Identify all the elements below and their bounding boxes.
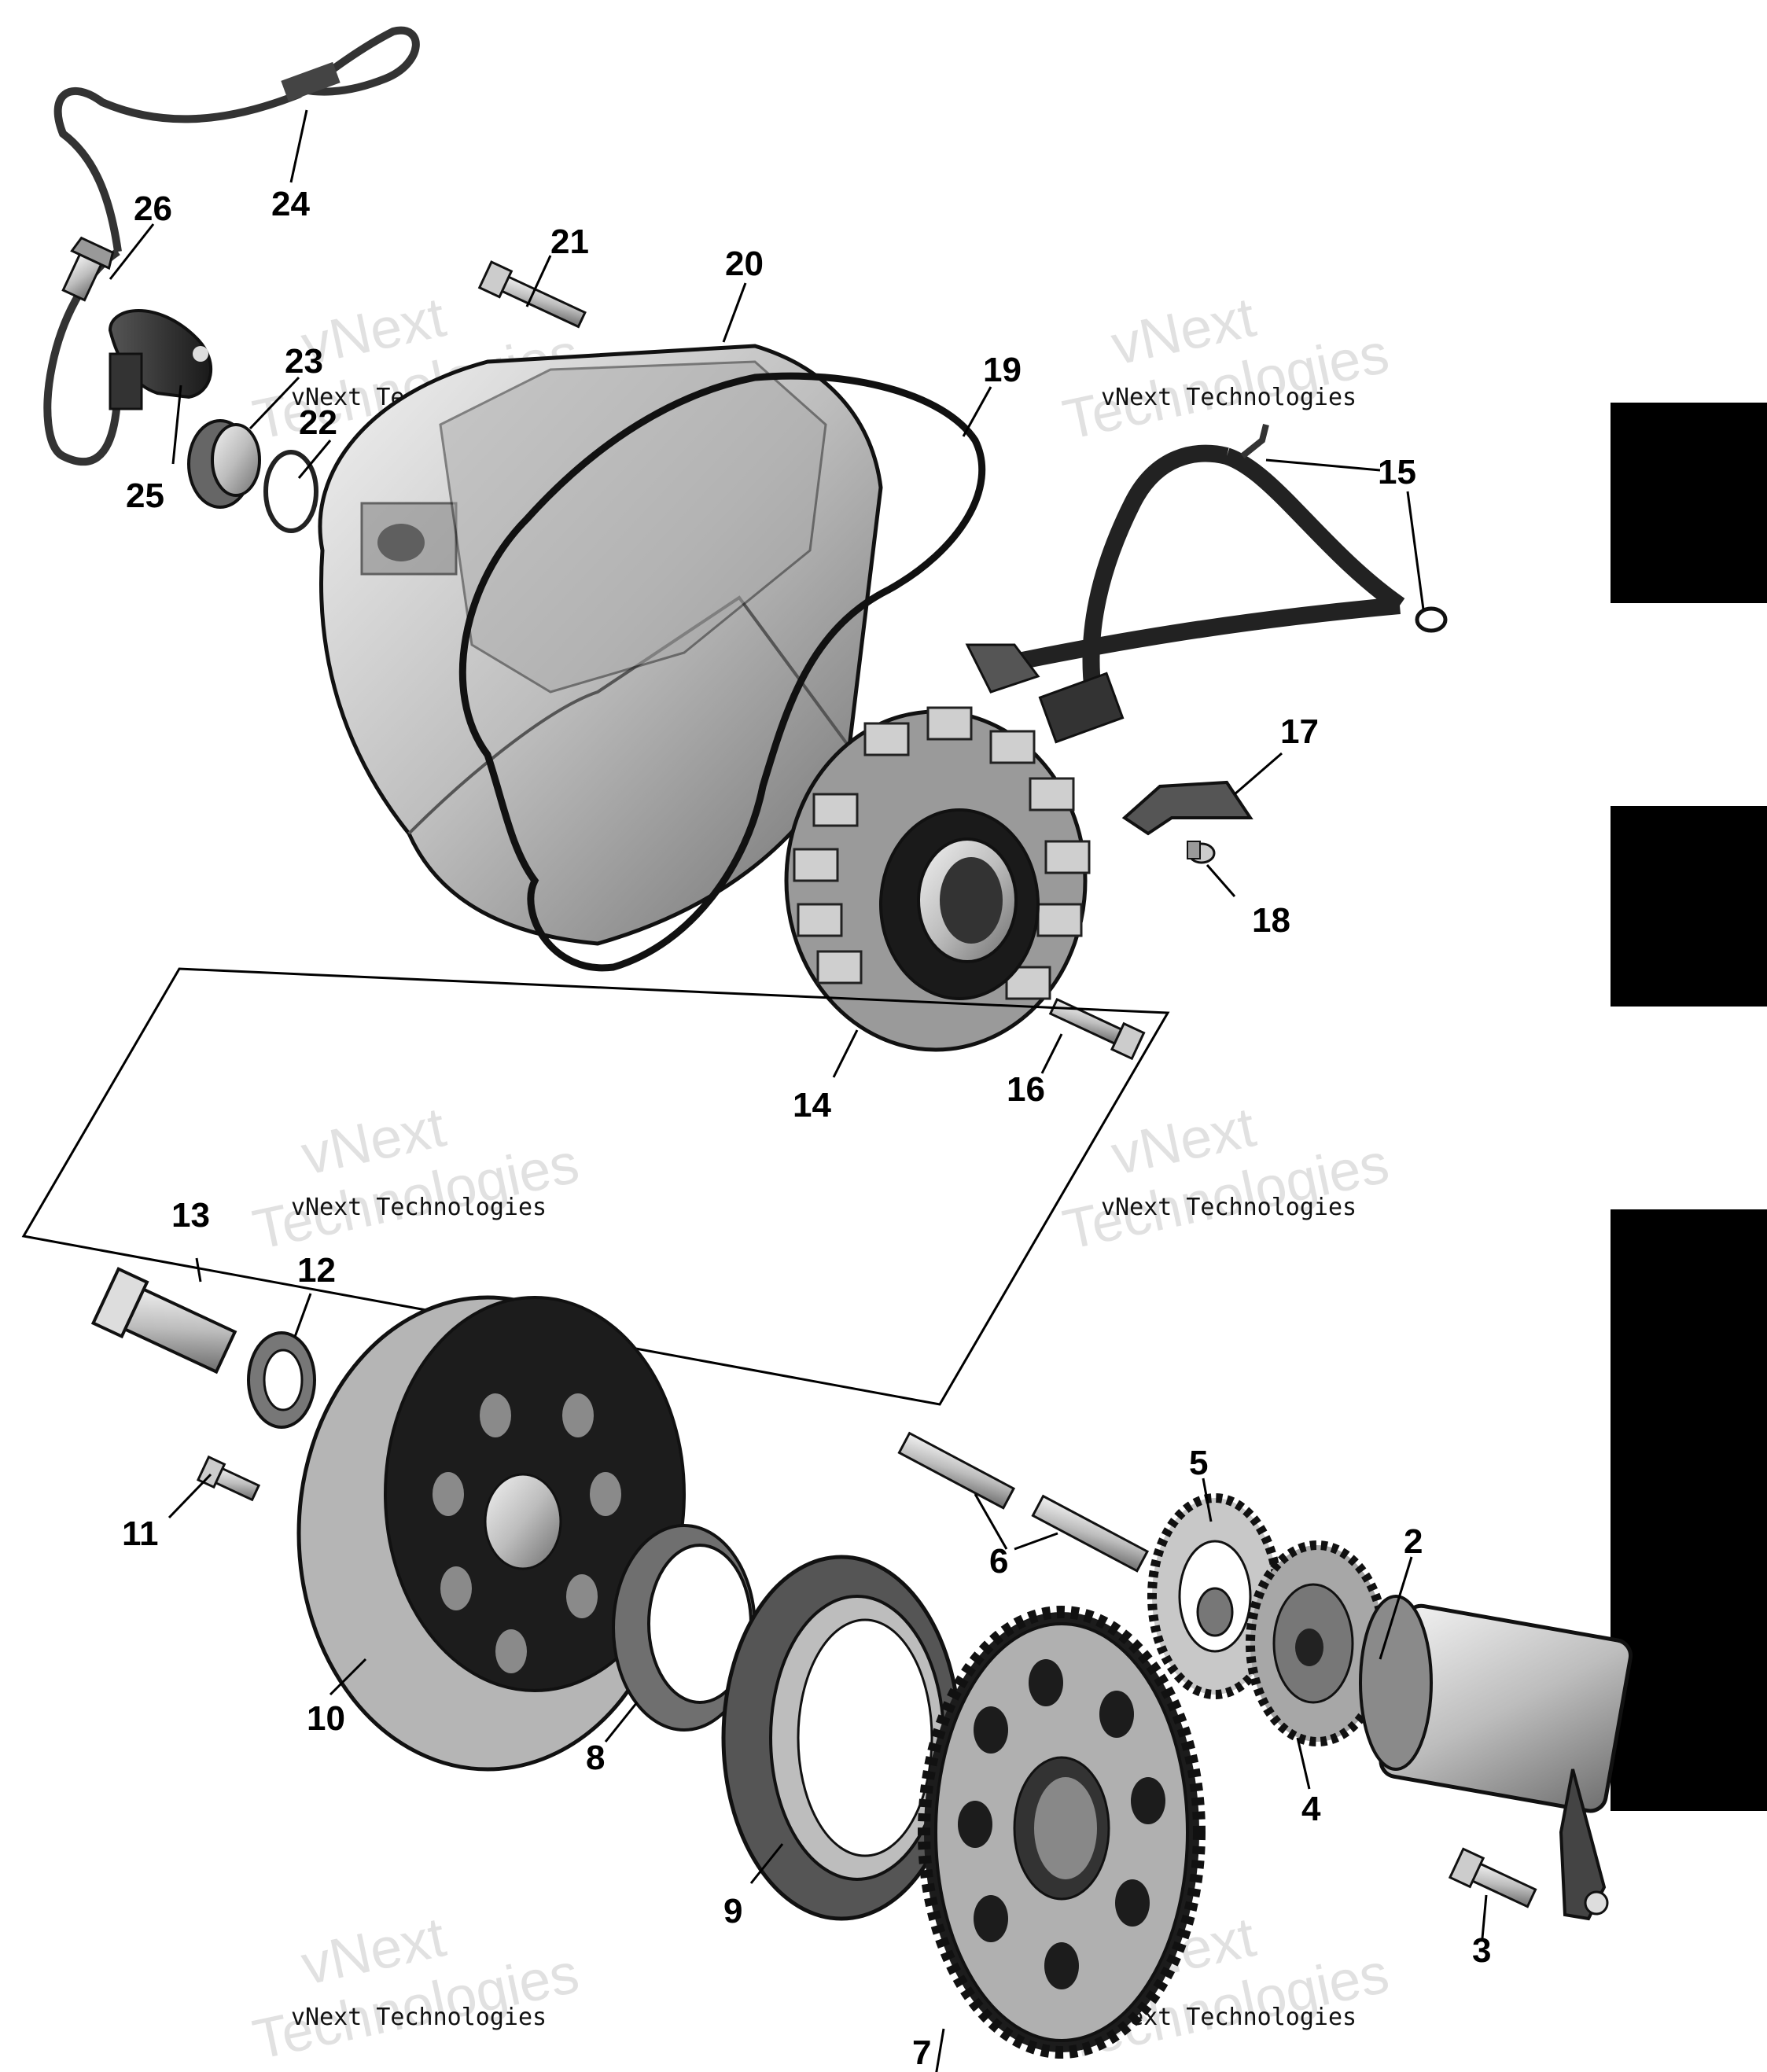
callout-2: 2 — [1404, 1522, 1423, 1561]
bushing-23 — [187, 419, 261, 509]
callout-4: 4 — [1301, 1790, 1321, 1828]
callout-18: 18 — [1252, 901, 1290, 940]
magneto-cover-20 — [318, 344, 883, 946]
bolt-11 — [196, 1455, 261, 1502]
wire-15 — [965, 424, 1448, 744]
bolt-16 — [1048, 997, 1146, 1061]
callout-9: 9 — [723, 1892, 742, 1930]
callout-16: 16 — [1007, 1070, 1045, 1109]
callout-21: 21 — [550, 223, 589, 261]
callout-24: 24 — [271, 185, 310, 223]
wire-harness-24 — [43, 26, 420, 466]
callout-6: 6 — [989, 1542, 1008, 1581]
callout-19: 19 — [983, 351, 1022, 389]
callout-17: 17 — [1280, 712, 1319, 751]
washer-12 — [247, 1331, 316, 1429]
starter-motor-2 — [1359, 1595, 1633, 1921]
o-ring-22 — [263, 450, 318, 533]
flywheel-10 — [296, 1295, 686, 1772]
bolt-26 — [61, 236, 115, 302]
pin-6b — [1031, 1494, 1150, 1573]
bearing-8 — [612, 1524, 756, 1732]
callout-12: 12 — [297, 1251, 336, 1290]
stator-14 — [784, 706, 1091, 1052]
connector-24 — [281, 61, 341, 102]
pin-6a — [897, 1431, 1016, 1510]
watermark-3: vNext Technologies vNext Technologies — [248, 1095, 584, 1261]
svg-text:vNext Technologies: vNext Technologies — [291, 1194, 547, 1221]
watermark-5: vNext Technologies vNext Technologies — [248, 1905, 584, 2071]
side-bar-bottom — [1611, 1209, 1767, 1811]
watermark-2: vNext Technologies vNext Technologies — [1058, 285, 1394, 451]
bolt-13 — [90, 1267, 237, 1375]
watermark-4: vNext Technologies vNext Technologies — [1058, 1095, 1394, 1261]
callout-labels: 2 3 4 5 6 7 8 9 10 11 12 13 14 15 16 17 … — [122, 185, 1491, 2072]
svg-text:vNext Technologies: vNext Technologies — [1101, 1194, 1357, 1221]
flywheel-holes — [433, 1393, 621, 1673]
callout-3: 3 — [1472, 1931, 1491, 1970]
side-bar-top — [1611, 403, 1767, 603]
callout-20: 20 — [725, 245, 764, 283]
callout-8: 8 — [586, 1739, 605, 1777]
svg-text:vNext Technologies: vNext Technologies — [1101, 384, 1357, 411]
callout-14: 14 — [793, 1086, 831, 1124]
svg-text:vNext Technologies: vNext Technologies — [291, 2004, 547, 2031]
side-bar-middle — [1611, 806, 1767, 1007]
callout-23: 23 — [285, 342, 323, 381]
leader-lines — [109, 109, 1488, 2072]
screw-18 — [1187, 841, 1216, 864]
bolt-21 — [477, 260, 587, 329]
callout-5: 5 — [1189, 1444, 1208, 1482]
gear-7 — [918, 1606, 1206, 2059]
gear-5 — [1147, 1493, 1283, 1699]
gear-7-holes — [958, 1659, 1165, 1989]
gasket-19 — [458, 372, 986, 972]
callout-25: 25 — [126, 477, 164, 515]
callout-26: 26 — [134, 190, 172, 228]
callout-11: 11 — [122, 1514, 159, 1553]
callout-15: 15 — [1378, 453, 1416, 491]
sprag-9 — [721, 1555, 962, 1921]
sensor-25 — [108, 309, 212, 410]
callout-7: 7 — [912, 2033, 931, 2072]
bolt-3 — [1448, 1847, 1537, 1908]
callout-22: 22 — [299, 403, 337, 442]
bracket-17 — [1121, 780, 1253, 836]
callout-10: 10 — [307, 1699, 345, 1738]
callout-13: 13 — [171, 1196, 210, 1235]
